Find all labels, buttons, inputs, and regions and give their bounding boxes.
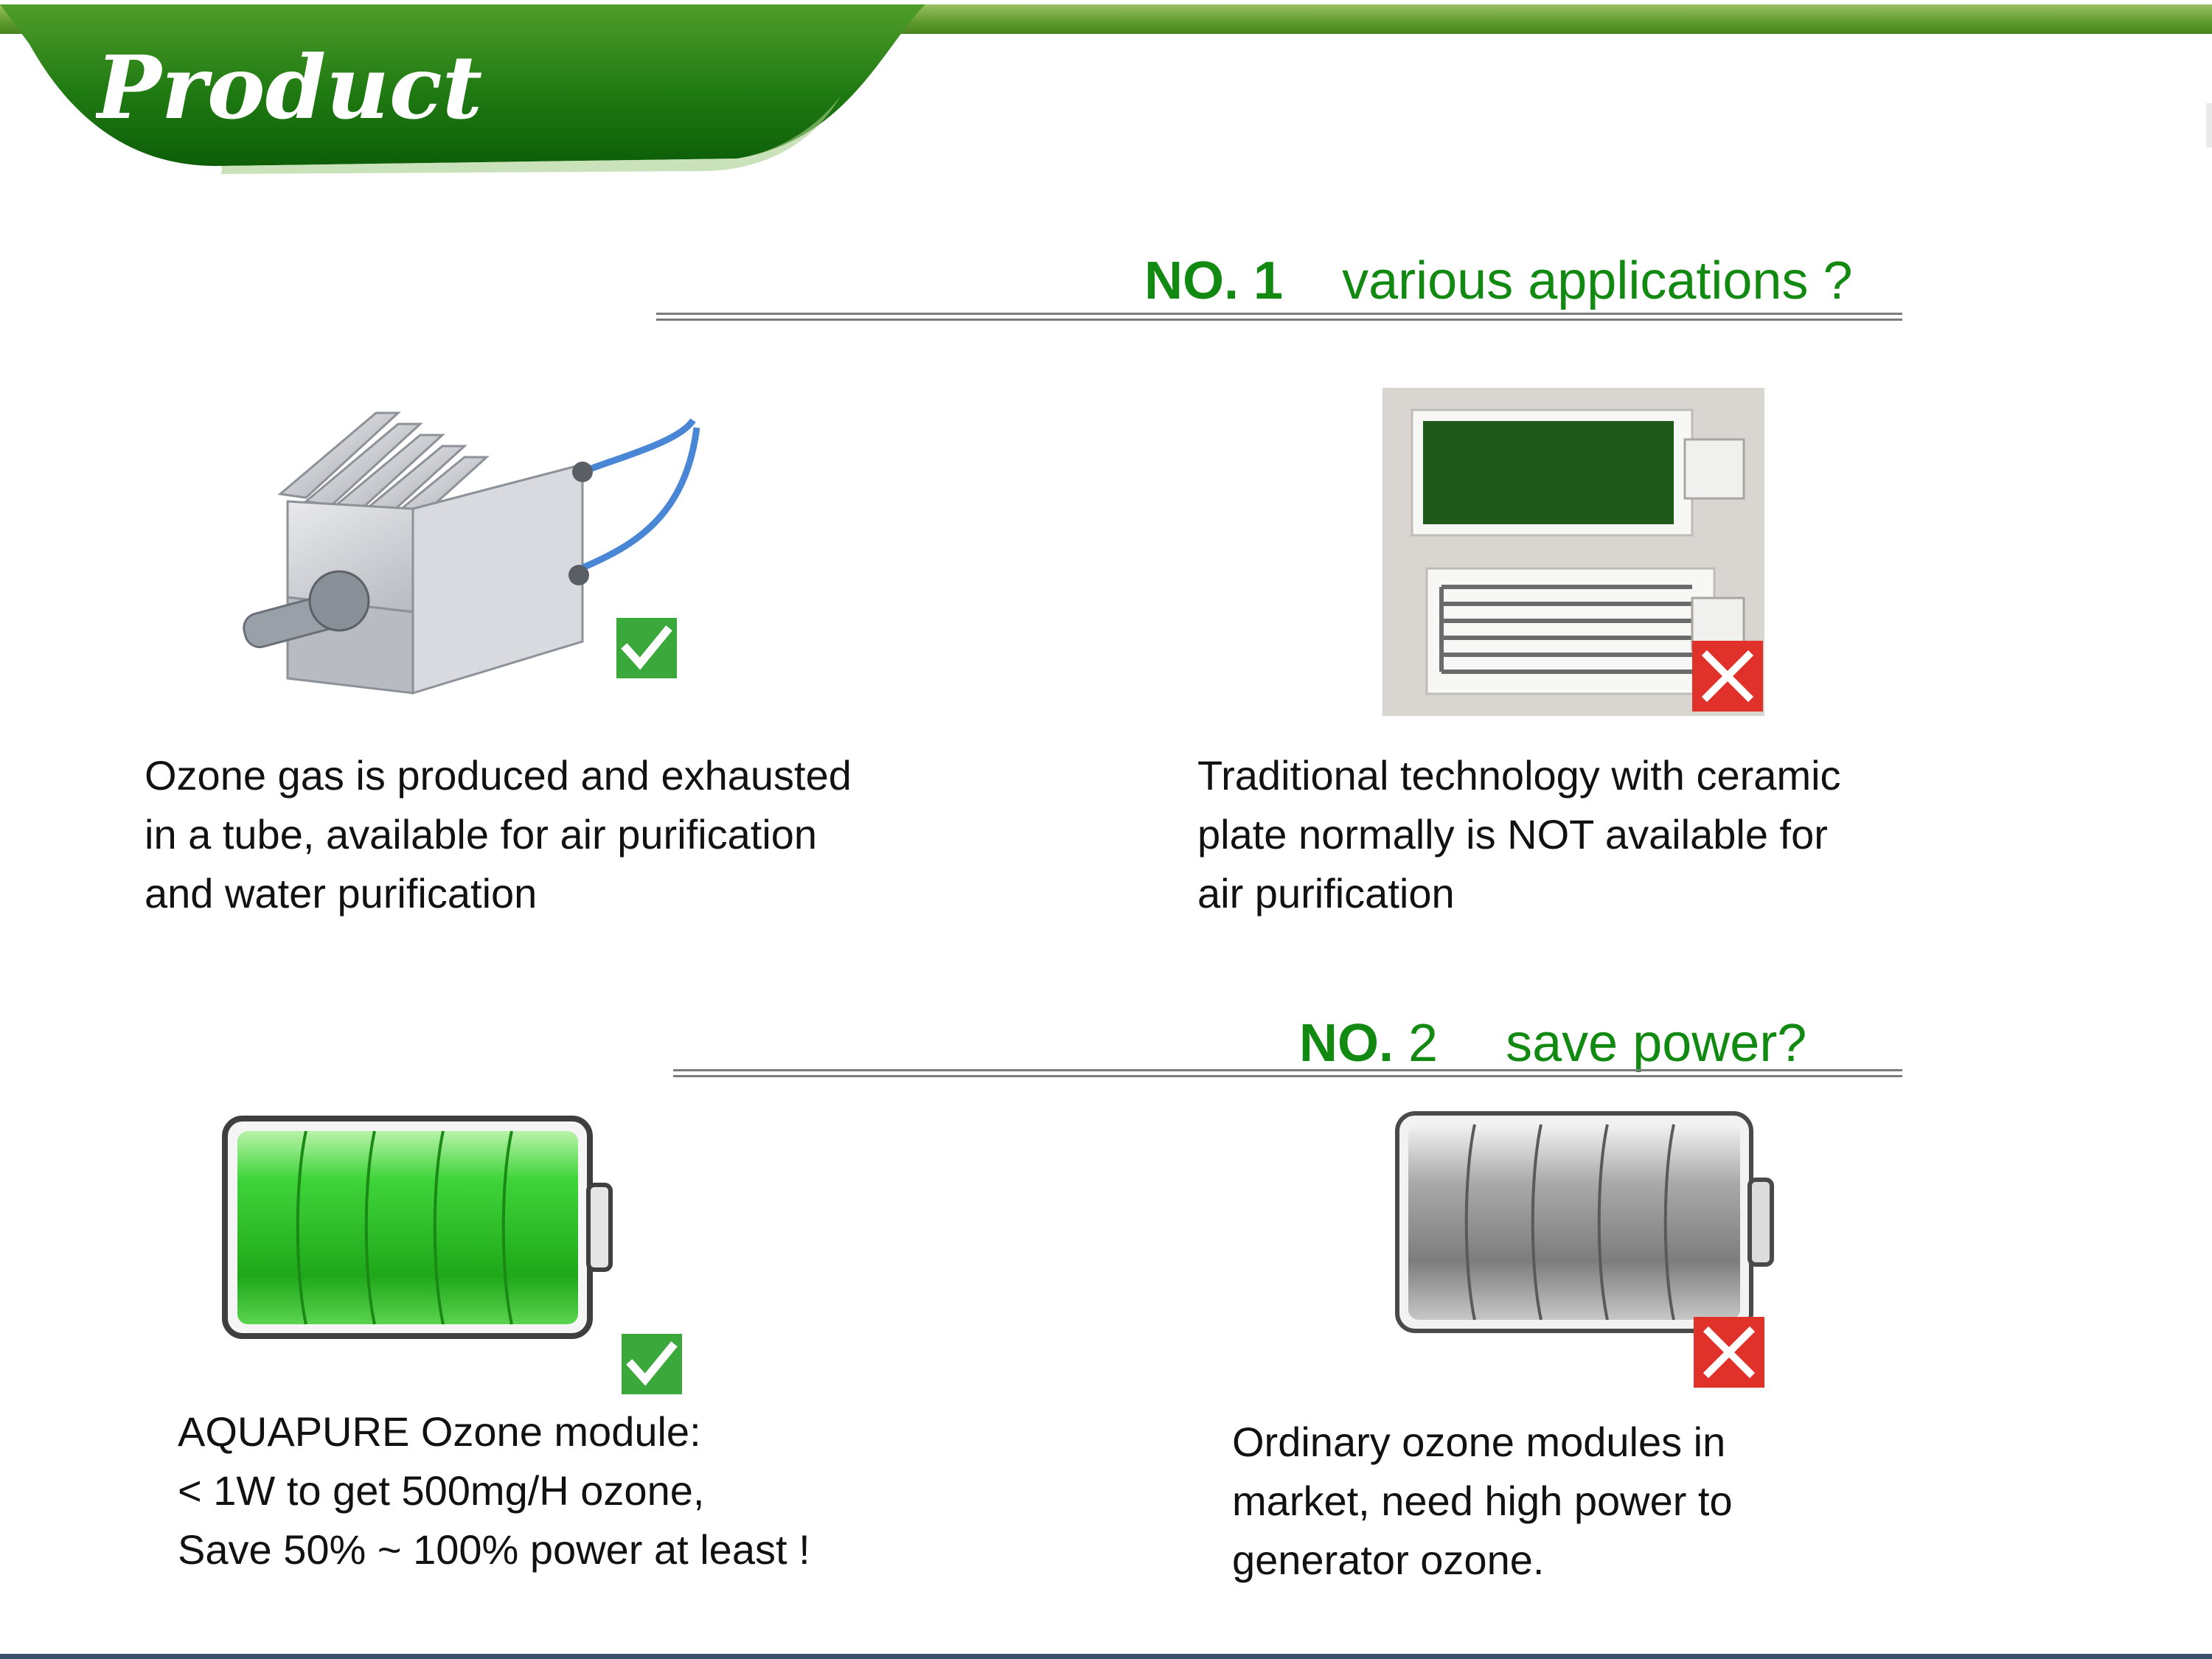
section1-heading: NO. 1 various applications ? [1144,251,1853,311]
grey-battery-image [1395,1111,1774,1333]
ozone-tube-module-image [243,411,700,695]
text-line: Ordinary ozone modules in [1232,1419,1726,1465]
check-icon [616,618,677,678]
text-line: market, need high power to [1232,1478,1733,1524]
text-line: Save 50% ~ 100% power at least ! [178,1526,810,1573]
check-icon [622,1334,682,1394]
section2-heading: NO. 2 save power? [1299,1013,1806,1074]
text-line: Traditional technology with ceramic [1197,752,1841,799]
text-line: air purification [1197,870,1455,917]
section2-rule [673,1069,1902,1071]
text-line: < 1W to get 500mg/H ozone, [178,1467,705,1514]
section1-label: various applications ? [1342,251,1853,310]
cross-icon [1694,1317,1764,1388]
section1-left-text: Ozone gas is produced and exhausted in a… [145,746,852,923]
text-line: AQUAPURE Ozone module: [178,1408,701,1455]
slide-edge [2206,103,2212,147]
footer-bar [0,1654,2212,1659]
section2-right-text: Ordinary ozone modules in market, need h… [1232,1413,1733,1590]
text-line: Ozone gas is produced and exhausted [145,752,852,799]
page-title: Product Advantages [96,36,656,192]
section2-number-value: 2 [1408,1014,1439,1073]
section2-label: save power? [1506,1014,1807,1073]
section2-number: NO. [1299,1014,1394,1073]
section2-left-text: AQUAPURE Ozone module: < 1W to get 500mg… [178,1402,810,1579]
cross-icon [1692,641,1763,712]
section1-number: NO. 1 [1144,251,1284,310]
text-line: and water purification [145,870,538,917]
text-line: plate normally is NOT available for [1197,811,1828,858]
text-line: generator ozone. [1232,1537,1545,1583]
section1-right-text: Traditional technology with ceramic plat… [1197,746,1841,923]
green-battery-image [222,1116,613,1339]
text-line: in a tube, available for air purificatio… [145,811,818,858]
section1-rule [656,313,1902,315]
header-banner [0,4,925,174]
